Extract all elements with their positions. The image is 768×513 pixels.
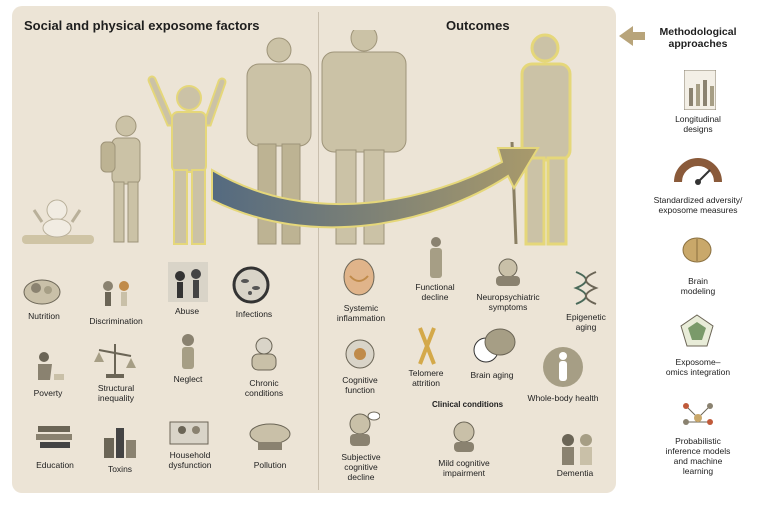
whole-body-health-label: Whole-body health xyxy=(527,393,599,403)
neuropsychiatric-symptoms-label: Neuropsychiatric symptoms xyxy=(476,292,540,312)
mild-cognitive-impairment-icon xyxy=(453,421,475,452)
discrimination-icon xyxy=(103,281,129,306)
epigenetic-aging-label: Epigenetic aging xyxy=(566,312,606,332)
functional-decline-label: Functional decline xyxy=(415,282,455,302)
subjective-cognitive-decline-label: Subjective cognitive decline xyxy=(341,452,381,482)
discrimination-label: Discrimination xyxy=(89,316,143,326)
infections-icon xyxy=(232,266,270,304)
telomere-attrition-label: Telomere attrition xyxy=(408,368,444,388)
nutrition-icon xyxy=(23,279,61,305)
methods-title: Methodological approaches xyxy=(659,26,737,50)
outcomes-title: Outcomes xyxy=(446,18,510,33)
cognitive-function-label: Cognitive function xyxy=(342,375,378,395)
section-divider xyxy=(318,12,319,490)
education-icon xyxy=(36,426,72,448)
household-dysfunction-label: Household dysfunction xyxy=(168,450,212,470)
life-course-arrow xyxy=(211,147,540,229)
brain-icon xyxy=(682,237,712,263)
toxins-label: Toxins xyxy=(107,464,133,474)
whole-body-health-icon xyxy=(543,347,583,387)
gauge-label: Standardized adversity/ exposome measure… xyxy=(653,195,743,215)
longitudinal-icon xyxy=(684,70,716,110)
clinical-conditions-heading: Clinical conditions xyxy=(432,400,504,409)
epigenetic-aging-icon xyxy=(573,271,599,305)
life-course-illustration xyxy=(22,30,572,246)
network-label: Probabilistic inference models and machi… xyxy=(665,436,731,476)
poverty-icon xyxy=(38,352,64,380)
dementia-label: Dementia xyxy=(556,468,594,478)
pollution-icon xyxy=(249,423,291,450)
method-arrow-icon xyxy=(619,26,645,46)
infections-label: Infections xyxy=(235,309,273,319)
education-label: Education xyxy=(36,460,74,470)
abuse-label: Abuse xyxy=(174,306,200,316)
nutrition-label: Nutrition xyxy=(28,311,60,321)
functional-decline-icon xyxy=(430,237,442,278)
arms-up-child-figure xyxy=(147,75,227,245)
baby-figure xyxy=(22,199,94,244)
radar-icon xyxy=(680,314,714,347)
household-dysfunction-icon xyxy=(169,421,209,445)
telomere-attrition-icon xyxy=(418,327,436,365)
network-icon xyxy=(683,403,713,425)
chronic-conditions-label: Chronic conditions xyxy=(244,378,284,398)
neglect-label: Neglect xyxy=(173,374,203,384)
neuropsychiatric-symptoms-icon xyxy=(496,258,520,286)
systemic-inflammation-icon xyxy=(343,258,375,296)
gauge-icon xyxy=(674,158,722,185)
longitudinal-label: Longitudinal designs xyxy=(675,114,721,134)
brain-label: Brain modeling xyxy=(680,276,716,296)
cognitive-function-icon xyxy=(345,339,375,369)
older-adult-figure xyxy=(510,33,572,246)
toxins-icon xyxy=(104,428,136,458)
abuse-icon xyxy=(168,262,208,302)
poverty-label: Poverty xyxy=(33,388,63,398)
radar-label: Exposome– omics integration xyxy=(665,357,731,377)
chronic-conditions-icon xyxy=(251,337,277,371)
brain-aging-label: Brain aging xyxy=(470,370,514,380)
pollution-label: Pollution xyxy=(253,460,287,470)
dementia-icon xyxy=(562,434,592,465)
main-panel xyxy=(12,6,616,493)
exposome-title: Social and physical exposome factors xyxy=(24,18,260,33)
child-figure xyxy=(100,115,141,243)
teen-figure xyxy=(246,37,312,245)
systemic-inflammation-label: Systemic inflammation xyxy=(336,303,386,323)
brain-aging-icon xyxy=(473,328,516,363)
structural-inequality-label: Structural inequality xyxy=(97,383,135,403)
structural-inequality-icon xyxy=(94,344,136,378)
mild-cognitive-impairment-label: Mild cognitive impairment xyxy=(438,458,490,478)
subjective-cognitive-decline-icon xyxy=(349,411,380,446)
neglect-icon xyxy=(182,334,194,369)
